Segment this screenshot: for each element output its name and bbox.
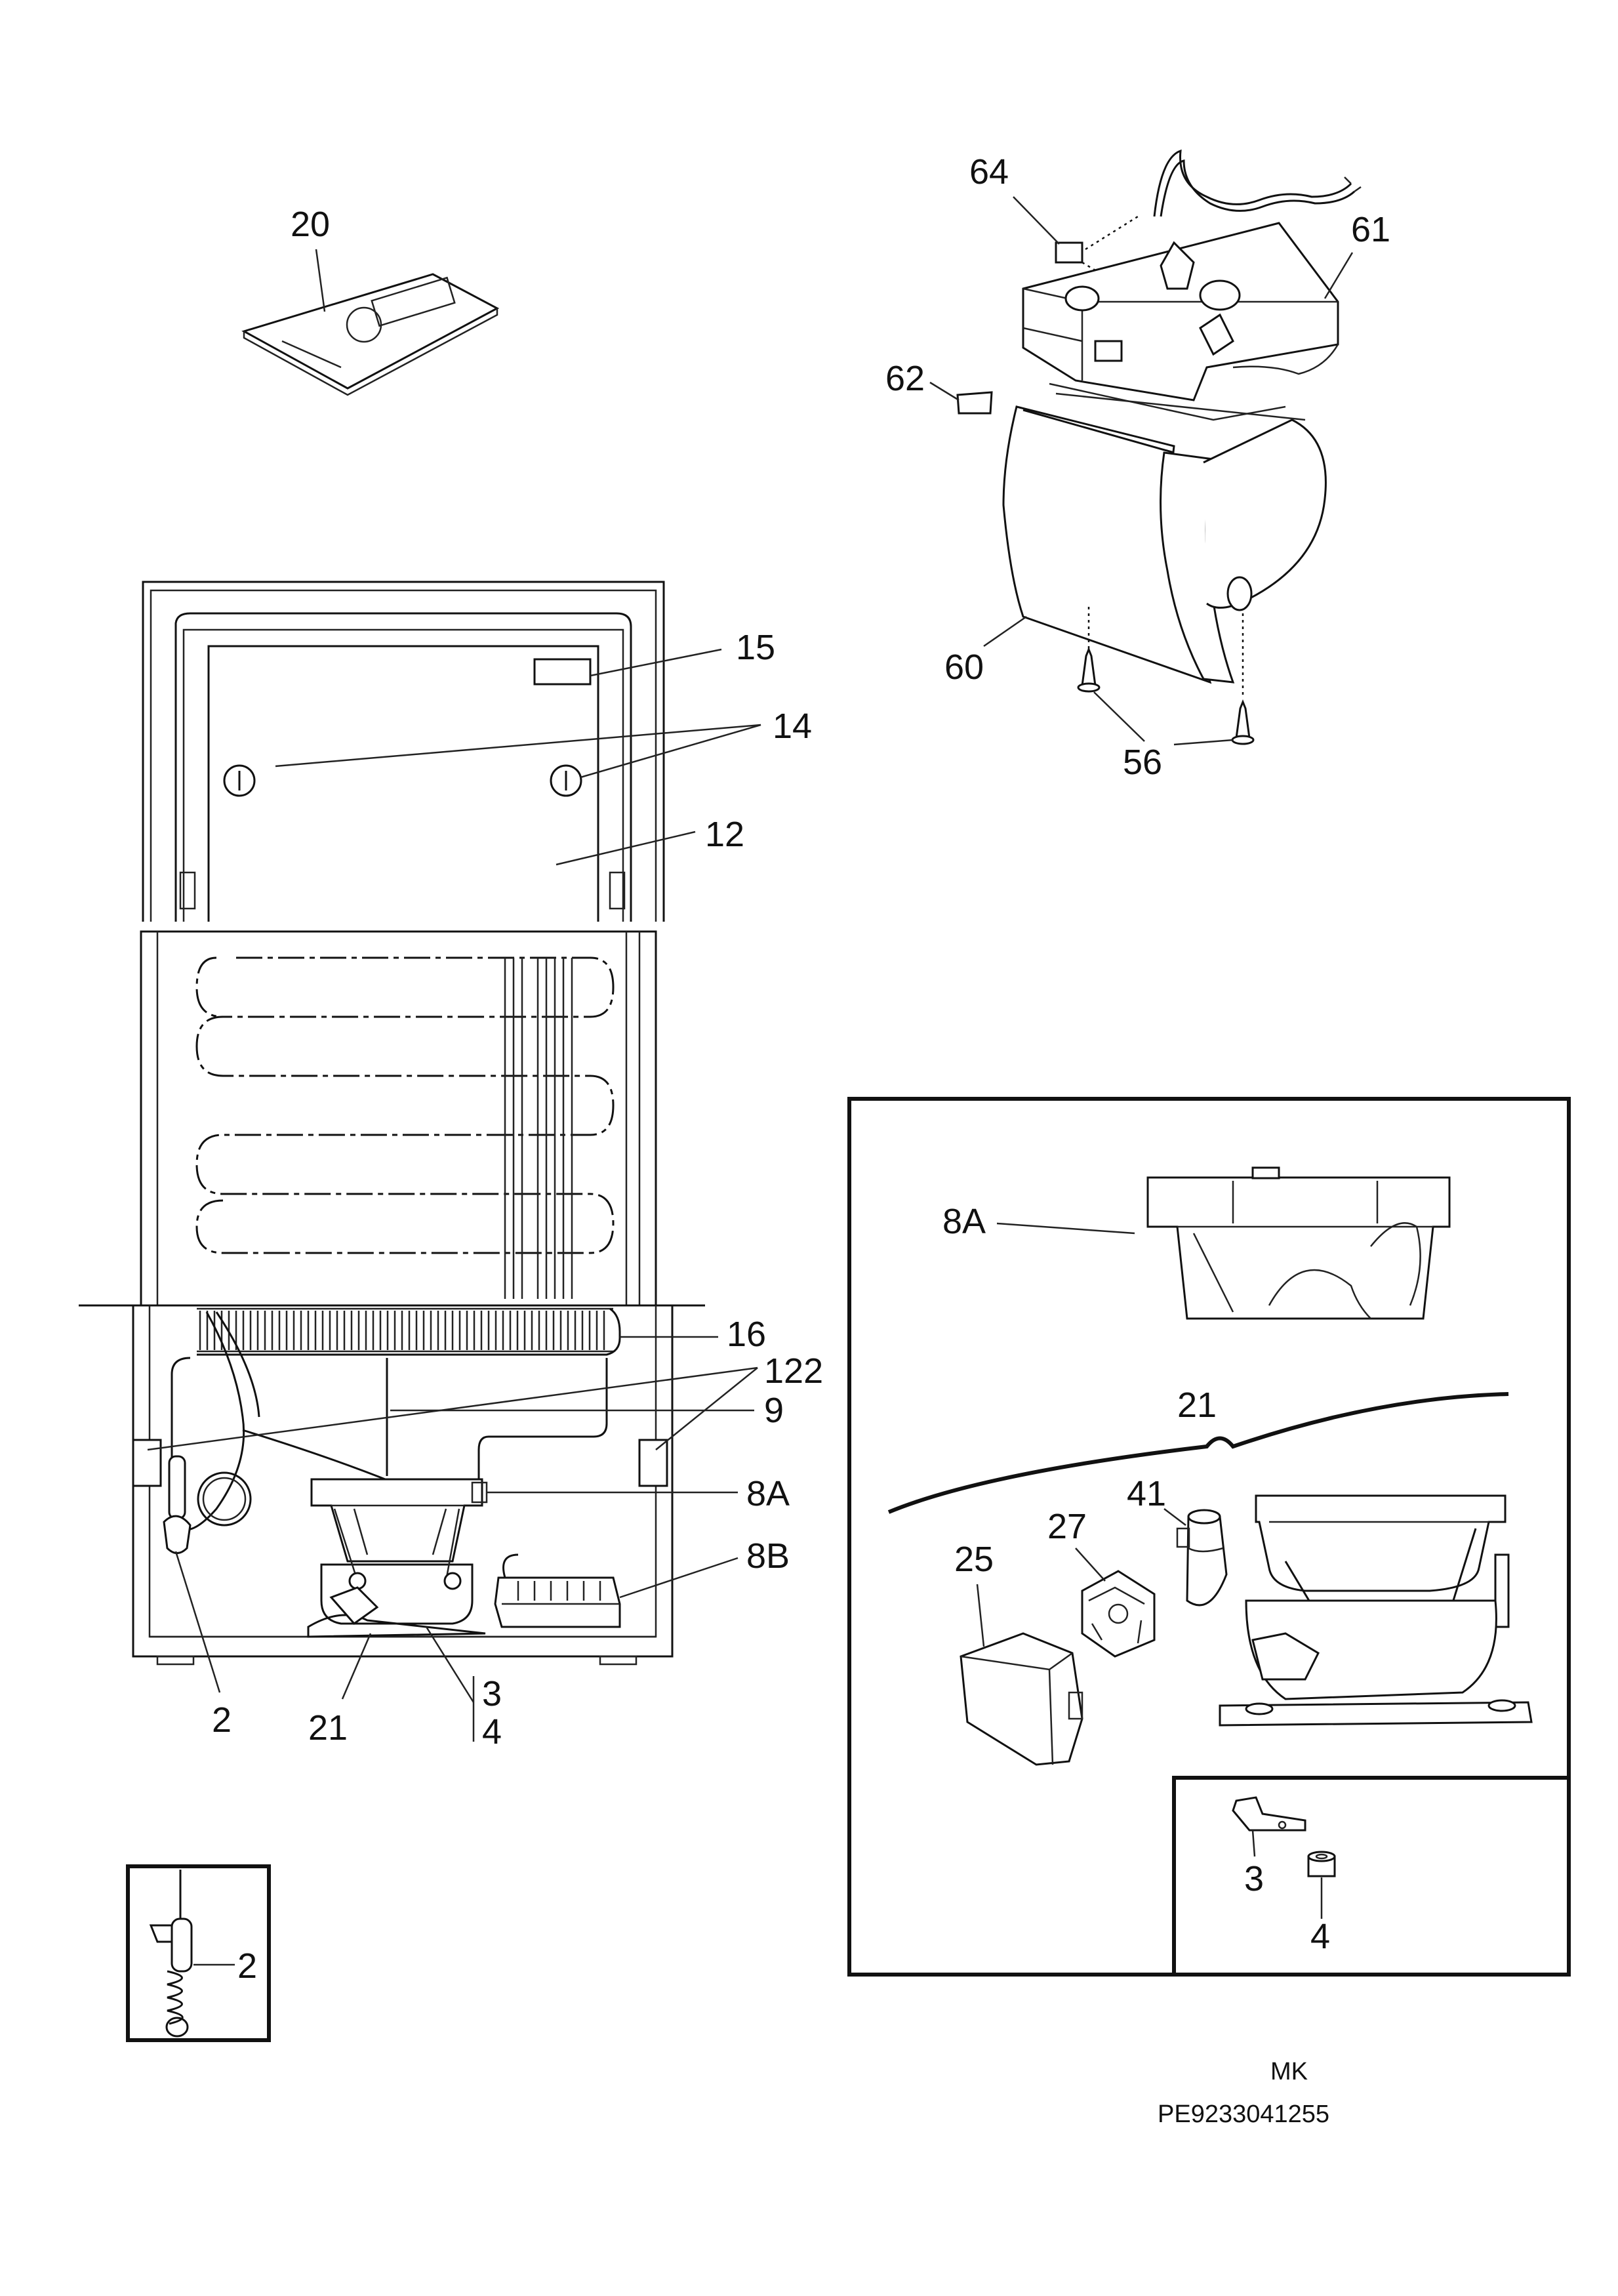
label-8A: 8A (746, 1474, 790, 1513)
label-61: 61 (1351, 210, 1390, 249)
label-21: 21 (308, 1708, 348, 1748)
label-62: 62 (885, 359, 925, 398)
label-8B: 8B (746, 1536, 790, 1576)
label-20: 20 (291, 205, 330, 244)
box-label-21: 21 (1177, 1385, 1217, 1425)
grommet-4 (1307, 1851, 1336, 1877)
label-14: 14 (773, 707, 812, 746)
box-label-41: 41 (1127, 1474, 1166, 1513)
compressor-kit-box (847, 1097, 1571, 1977)
label-56: 56 (1123, 743, 1162, 782)
label-2: 2 (212, 1700, 232, 1740)
thermostat-housing-assembly (956, 149, 1362, 745)
label-4: 4 (482, 1712, 502, 1752)
terminal-cover-25 (960, 1632, 1083, 1766)
compressor-assembly (1219, 1494, 1533, 1727)
screw-cap-right (550, 764, 582, 797)
compressor-bay (132, 1305, 674, 1666)
label-60: 60 (944, 647, 984, 687)
label-16: 16 (727, 1315, 766, 1354)
label-122: 122 (764, 1351, 823, 1391)
footer-code: MK (1270, 2058, 1308, 2085)
label-12: 12 (705, 815, 744, 854)
screw-56-a (1077, 646, 1101, 693)
screw-cap-left (223, 764, 256, 797)
label-64: 64 (969, 152, 1009, 192)
screw-56-b (1231, 699, 1255, 745)
inset-filter-drier (126, 1864, 271, 2042)
fridge-upper-compartment (142, 581, 665, 922)
rear-panel-condenser (140, 930, 657, 1305)
footer-part-number: PE9233041255 (1158, 2101, 1329, 2128)
box-label-25: 25 (954, 1540, 994, 1579)
starter-relay-27 (1081, 1570, 1156, 1658)
relay-41 (1176, 1509, 1228, 1607)
box-label-3: 3 (1244, 1859, 1264, 1898)
box-label-27: 27 (1047, 1507, 1087, 1546)
label-15: 15 (736, 628, 775, 667)
box-label-8A: 8A (942, 1202, 986, 1241)
manual-booklet (241, 273, 500, 396)
label-3: 3 (482, 1674, 502, 1713)
label-9: 9 (764, 1391, 784, 1430)
inset-label-2: 2 (237, 1946, 257, 1986)
box-label-4: 4 (1310, 1917, 1330, 1956)
clip-3 (1232, 1796, 1306, 1832)
